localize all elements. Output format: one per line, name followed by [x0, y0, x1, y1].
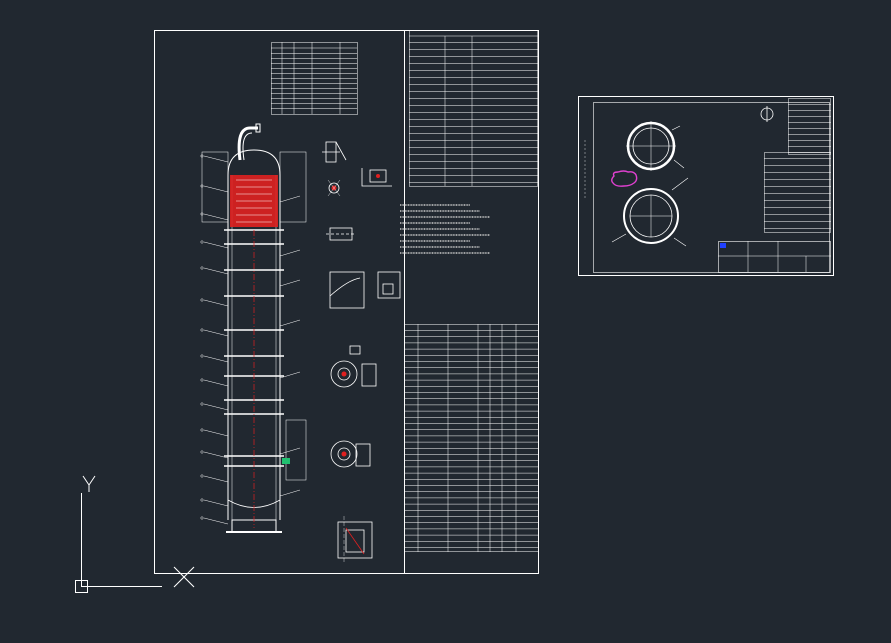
parts-list-table	[404, 324, 539, 552]
drawing-sheet-secondary[interactable]	[578, 96, 834, 276]
revision-cloud[interactable]	[611, 170, 638, 187]
ucs-axis-icon	[75, 475, 162, 593]
packing-section	[230, 175, 290, 528]
ucs-y-label: Y	[100, 469, 101, 471]
design-data-table	[409, 30, 538, 187]
technical-notes	[400, 204, 490, 254]
crosshair-cursor-icon	[173, 566, 195, 588]
nozzle-table-top	[271, 42, 358, 115]
distillation-column-drawing	[200, 123, 307, 533]
sheet-border	[154, 30, 539, 574]
sheet2-border	[578, 96, 834, 276]
sheet2-inner-frame	[593, 102, 830, 273]
detail-views	[322, 141, 401, 564]
